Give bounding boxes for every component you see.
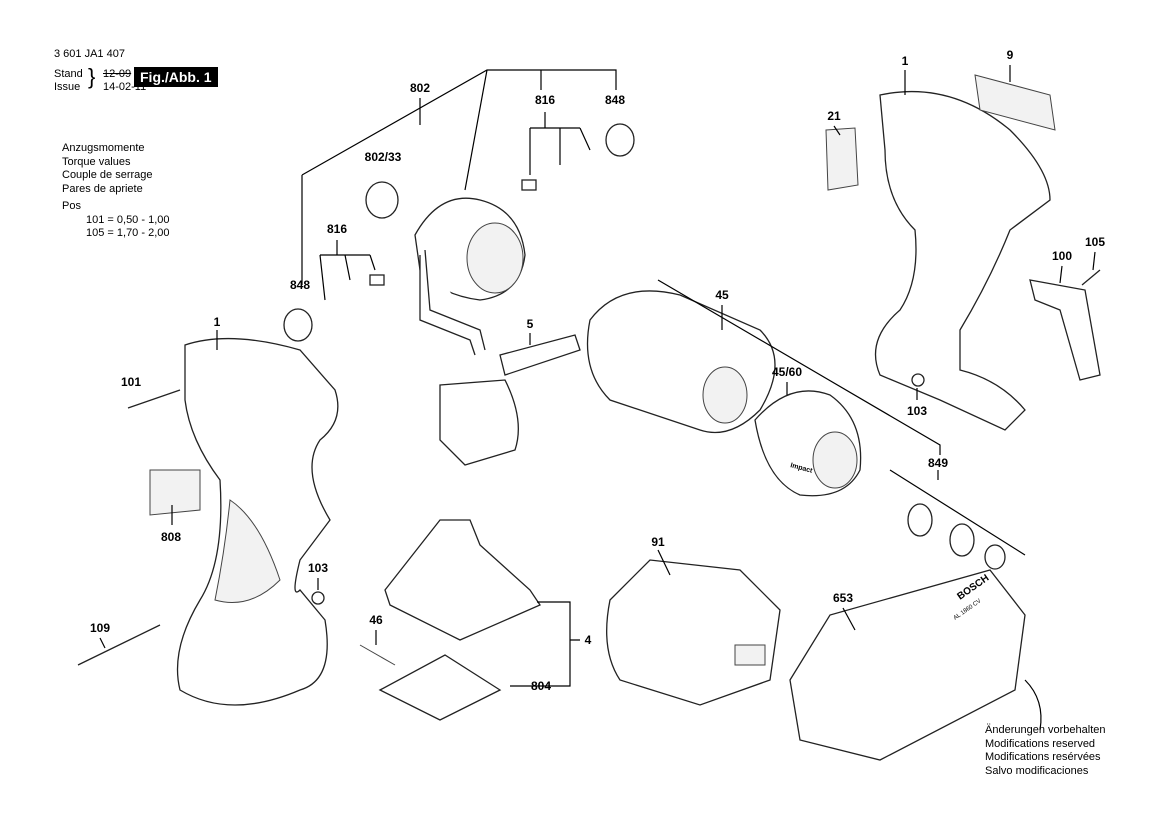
clip-100 [1029,279,1101,381]
part-drawings: Impact BOSCH AL 1860 CV [77,74,1101,761]
switch [439,379,519,466]
part-label-848: 848 [605,93,625,107]
part-label-5: 5 [527,317,534,331]
part-label-103: 103 [907,404,927,418]
stand-issue-labels: Stand Issue [54,68,83,94]
mod-en: Modifications reserved [985,737,1096,750]
leader-109 [99,637,106,649]
part-label-103: 103 [308,561,328,575]
spring-46 [359,644,396,666]
part-label-1: 1 [214,315,221,329]
part-label-91: 91 [651,535,665,549]
leader-lines [99,65,1096,687]
screw-105 [1081,269,1101,286]
part-label-816: 816 [535,93,555,107]
part-label-9: 9 [1007,48,1014,62]
stand-label: Stand [54,68,83,80]
washer-849 [984,544,1006,570]
spring-849b [949,523,975,557]
bracket-45 [657,279,941,455]
nut-103-left [311,591,325,605]
nut-103-right [911,373,925,387]
leader-653 [842,607,856,631]
part-label-45: 45 [715,288,729,302]
ring-802-33 [365,181,399,219]
label-808 [149,469,201,516]
torque-value-105: 105 = 1,70 - 2,00 [86,227,170,239]
old-date: 12-09 [103,68,132,80]
issue-label: Issue [54,81,81,93]
mod-es: Salvo modificaciones [985,764,1089,777]
leader-100 [1059,265,1063,284]
part-label-802: 802 [410,81,430,95]
gear-housing [586,290,776,434]
screw-101 [127,389,181,409]
label-21 [825,127,859,191]
brush-816-left [369,274,385,286]
housing-left [176,337,339,706]
part-label-46: 46 [369,613,383,627]
bracket-849 [889,469,1026,556]
bracket-802 [301,69,617,285]
part-label-816: 816 [327,222,347,236]
part-label-848: 848 [290,278,310,292]
part-label-4: 4 [585,633,592,647]
battery-gauge [734,644,766,666]
charger-cable [1024,679,1042,731]
mod-de: Änderungen vorbehalten [985,724,1106,736]
battery-pack [606,559,781,706]
wire-harness [419,249,486,356]
brush-816-top [521,179,537,191]
modifications-note: Änderungen vorbehalten Modifications res… [985,724,1105,778]
torque-heading-fr: Couple de serrage [62,169,153,181]
part-label-1: 1 [902,54,909,68]
pos-label: Pos [62,200,81,212]
housing-grip-pattern [214,499,281,603]
spring-849 [907,503,933,537]
housing-right [874,90,1051,431]
part-label-808: 808 [161,530,181,544]
figure-label: Fig./Abb. 1 [134,67,218,87]
leader-21 [833,125,841,136]
part-label-21: 21 [827,109,841,123]
bit-109 [77,624,161,666]
bearing-848-top [605,123,635,157]
part-label-109: 109 [90,621,110,635]
brace: } [88,64,96,89]
part-label-802-33: 802/33 [365,150,402,164]
part-label-849: 849 [928,456,948,470]
torque-value-101: 101 = 0,50 - 1,00 [86,213,170,226]
part-labels: 802 816 848 802/33 816 848 1 101 5 45 45/60 1 9 21 105… [90,48,1105,693]
part-label-100: 100 [1052,249,1072,263]
part-label-45-60: 45/60 [772,365,802,379]
gear-housing-face [702,366,748,424]
leader-105 [1092,251,1096,271]
charger [789,569,1026,761]
part-label-653: 653 [833,591,853,605]
bracket-816-left [319,240,376,301]
bearing-848-left [283,308,313,342]
bracket-4 [510,601,580,687]
bracket-816-top [529,112,591,175]
battery-contact-804 [378,654,502,721]
document-number: 3 601 JA1 407 [54,48,125,60]
cover-face [812,431,858,489]
part-label-101: 101 [121,375,141,389]
label-9 [974,74,1056,131]
battery-mount [384,519,541,641]
part-label-105: 105 [1085,235,1105,249]
leader-91 [657,549,671,576]
contact-plate [499,334,581,376]
torque-heading-es: Pares de apriete [62,182,143,195]
motor-face [466,222,524,294]
part-label-804: 804 [531,679,551,693]
torque-heading-de: Anzugsmomente [62,142,145,154]
torque-values: Anzugsmomente Torque values Couple de se… [62,142,169,241]
torque-heading-en: Torque values [62,155,131,168]
mod-fr: Modifications resérvées [985,751,1101,763]
